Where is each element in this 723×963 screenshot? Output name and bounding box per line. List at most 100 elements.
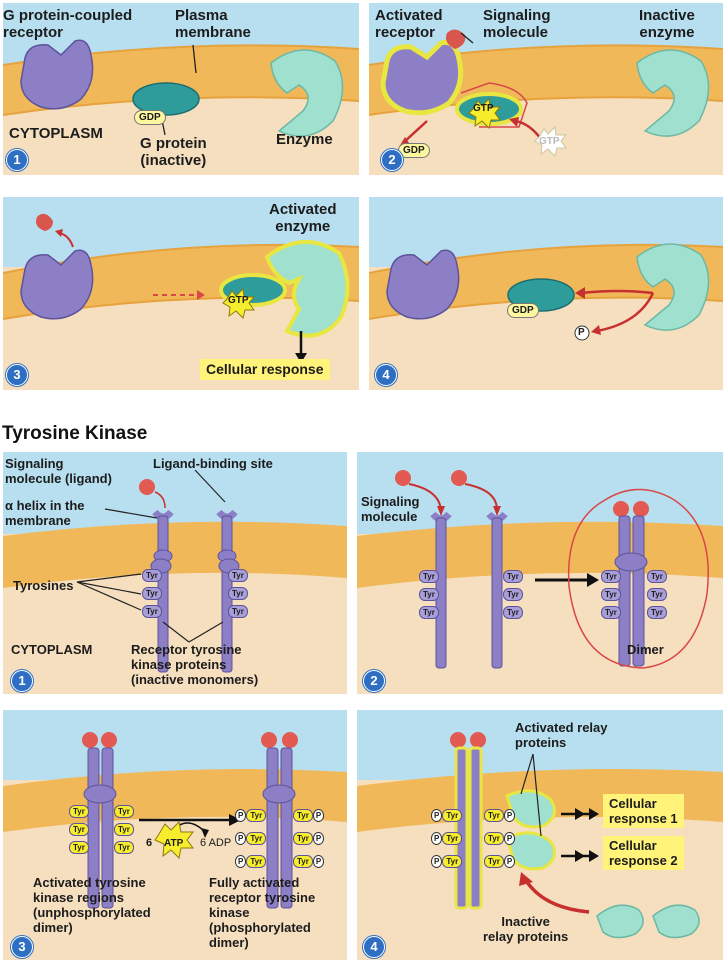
tyr-pill: Tyr bbox=[293, 809, 313, 822]
phospho-pill: P bbox=[503, 832, 516, 845]
tyr-pill: Tyr bbox=[246, 832, 267, 845]
enzyme-shape bbox=[270, 49, 344, 137]
tyr-pill: Tyr bbox=[503, 588, 523, 601]
gpcr-panel-4: GDP P 4 bbox=[369, 197, 723, 390]
step-1-badge: 1 bbox=[6, 149, 28, 171]
rtk-panel-1-art bbox=[3, 452, 347, 673]
gpcr-panel-2-art bbox=[369, 3, 723, 157]
tyr-pill: Tyr bbox=[442, 832, 463, 845]
gpcr-panel-3-art bbox=[3, 197, 359, 363]
phospho-pill: P bbox=[431, 855, 443, 868]
tyr-pill: Tyr bbox=[69, 805, 89, 818]
tyr-pill: Tyr bbox=[69, 841, 89, 854]
rtk-signaling-molecule-label: Signaling molecule bbox=[361, 494, 420, 524]
gpcr-panel-1-art bbox=[3, 3, 359, 137]
tyr-pill: Tyr bbox=[419, 588, 439, 601]
step-3-badge: 3 bbox=[6, 364, 28, 386]
tyr-pill: Tyr bbox=[142, 605, 162, 618]
tyr-pill: Tyr bbox=[442, 809, 463, 822]
rtk-monomer-right bbox=[216, 509, 240, 673]
phospho-pill: P bbox=[235, 855, 247, 868]
tyrosine-kinase-title: Tyrosine Kinase bbox=[2, 423, 148, 444]
alpha-helix-label: α helix in the membrane bbox=[5, 498, 85, 528]
receptor-proteins-label: Receptor tyrosine kinase proteins (inact… bbox=[131, 642, 259, 687]
gpcr-panel-2: Activated receptor Signaling molecule In… bbox=[369, 3, 723, 175]
step-4-badge: 4 bbox=[375, 364, 397, 386]
phosphate-label: P bbox=[578, 327, 585, 338]
rtk-panel-2-art bbox=[357, 452, 723, 669]
rtk-panel-2: Signaling molecule Dimer Tyr Tyr Tyr Tyr… bbox=[357, 452, 723, 694]
adp-label: 6 ADP bbox=[200, 837, 232, 849]
signaling-molecule-ligand-label: Signaling molecule (ligand) bbox=[5, 456, 112, 486]
g-protein-label: G protein (inactive) bbox=[140, 135, 207, 169]
inactive-relay-proteins-label: Inactive relay proteins bbox=[483, 914, 569, 944]
tyr-pill: Tyr bbox=[419, 570, 439, 583]
rtk-step-1-badge: 1 bbox=[11, 670, 33, 692]
cellular-response-box: Cellular response bbox=[200, 359, 330, 380]
tyr-pill: Tyr bbox=[647, 570, 667, 583]
phospho-pill: P bbox=[312, 855, 325, 868]
rtk-cytoplasm-label: CYTOPLASM bbox=[11, 642, 93, 657]
tyr-column-left: Tyr Tyr Tyr bbox=[142, 569, 162, 618]
dimer-label: Dimer bbox=[627, 642, 664, 657]
inactive-enzyme-label: Inactive enzyme bbox=[639, 7, 695, 41]
tyr-pill: Tyr bbox=[142, 587, 162, 600]
tyr-pill: Tyr bbox=[601, 570, 621, 583]
gpcr-receptor-label: G protein-coupled receptor bbox=[3, 7, 133, 41]
gpcr-panel-1: G protein-coupled receptor Plasma membra… bbox=[3, 3, 359, 175]
phospho-pill: P bbox=[503, 855, 516, 868]
tyr-pill: Tyr bbox=[293, 855, 313, 868]
tyr-pill: Tyr bbox=[503, 570, 523, 583]
tyr-column-3b: Tyr Tyr Tyr bbox=[114, 805, 134, 854]
tyr-pill: Tyr bbox=[114, 805, 134, 818]
gpcr-receptor-shape bbox=[20, 39, 94, 110]
tyr-pill: Tyr bbox=[484, 855, 504, 868]
tyr-pill: Tyr bbox=[228, 605, 248, 618]
cellular-response-1-box: Cellular response 1 bbox=[603, 794, 684, 828]
unphosphorylated-dimer-label: Activated tyrosine kinase regions (unpho… bbox=[33, 875, 151, 935]
signaling-molecule-shape bbox=[446, 29, 466, 49]
tyr-pill: Tyr bbox=[228, 569, 248, 582]
gpcr-panel-3: Activated enzyme GTP Cellular response 3 bbox=[3, 197, 359, 390]
phospho-pill: P bbox=[503, 809, 516, 822]
tyr-pill: Tyr bbox=[484, 809, 504, 822]
tyr-pill: Tyr bbox=[228, 587, 248, 600]
rtk-step-3-badge: 3 bbox=[11, 936, 33, 958]
tyr-column-2c: Tyr Tyr Tyr bbox=[601, 570, 621, 619]
gpcr-panel-4-art bbox=[369, 197, 723, 341]
tyr-pill: Tyr bbox=[246, 855, 267, 868]
gtp-label-enzyme: GTP bbox=[228, 295, 249, 306]
tyr-pill: Tyr bbox=[442, 855, 463, 868]
rtk-step-2-badge: 2 bbox=[363, 670, 385, 692]
tyr-column-right: Tyr Tyr Tyr bbox=[228, 569, 248, 618]
cytoplasm-label: CYTOPLASM bbox=[9, 125, 103, 142]
ligand-binding-site-label: Ligand-binding site bbox=[153, 456, 273, 471]
phospho-pill: P bbox=[235, 832, 247, 845]
atp-label: ATP bbox=[164, 838, 184, 849]
gtp-label-bound: GTP bbox=[473, 103, 494, 114]
gdp-pill-final: GDP bbox=[507, 303, 539, 318]
rtk-panel-1: Tyr Tyr Tyr Tyr Tyr Tyr Signaling molecu… bbox=[3, 452, 347, 694]
atp-count: 6 bbox=[146, 837, 153, 849]
phospho-pill: P bbox=[431, 832, 443, 845]
tyr-pill: Tyr bbox=[647, 606, 667, 619]
tyr-pill: Tyr bbox=[114, 823, 134, 836]
phospho-pill: P bbox=[312, 832, 325, 845]
phospho-pill: P bbox=[312, 809, 325, 822]
tyr-pill: Tyr bbox=[601, 606, 621, 619]
